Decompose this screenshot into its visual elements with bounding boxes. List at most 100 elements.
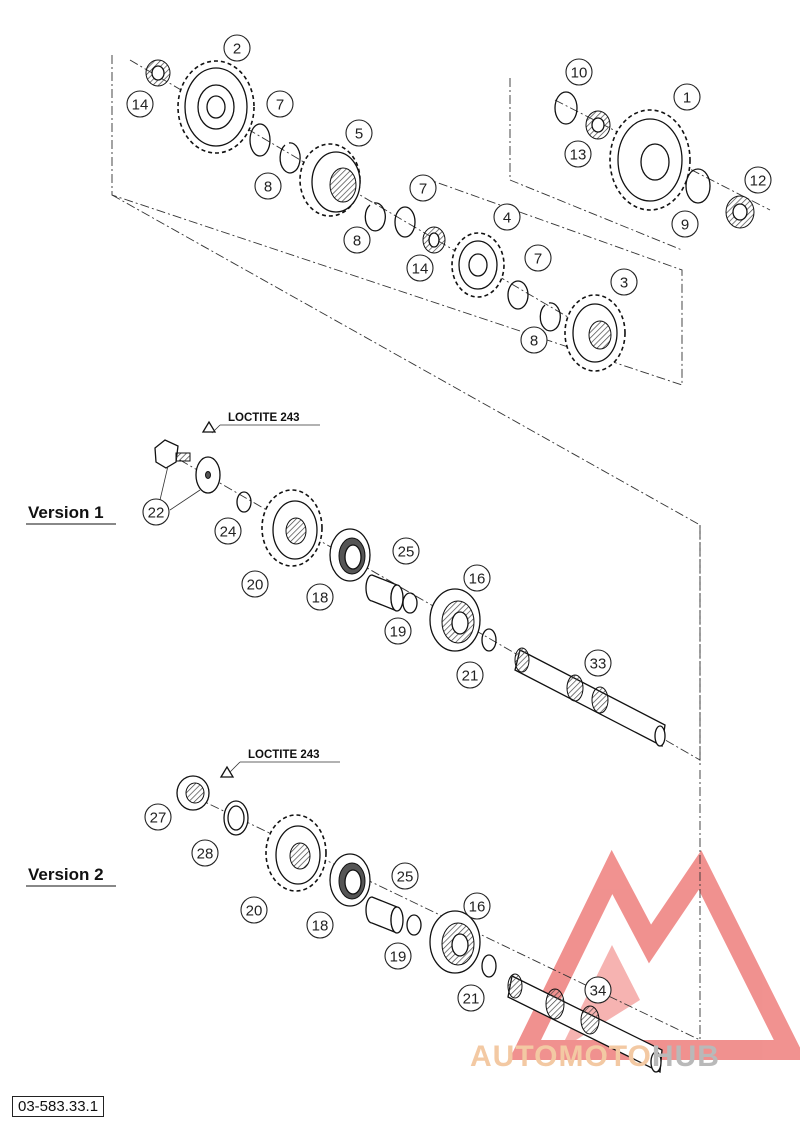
circlip-8-icon <box>279 142 301 174</box>
callout-circle <box>584 649 612 677</box>
callout-3: 3 <box>610 268 638 296</box>
callout-number: 7 <box>276 97 284 114</box>
upper-gear-cluster <box>145 59 755 372</box>
callout-19-2: 19 <box>384 942 412 970</box>
washer-9-icon <box>685 168 711 204</box>
circlip-8b-icon <box>364 202 386 232</box>
callout-circle <box>392 537 420 565</box>
callout-33: 33 <box>584 649 612 677</box>
callout-14-2: 14 <box>406 254 434 282</box>
callout-circle <box>266 90 294 118</box>
callout-number: 20 <box>247 577 264 594</box>
callout-number: 3 <box>620 275 628 292</box>
callout-number: 22 <box>148 505 165 522</box>
callout-number: 8 <box>530 333 538 350</box>
washer-10-icon <box>554 91 578 125</box>
callout-21: 21 <box>456 661 484 689</box>
callout-number: 14 <box>132 97 149 114</box>
callout-circle <box>671 210 699 238</box>
callout-circle <box>610 268 638 296</box>
callout-8-2: 8 <box>343 226 371 254</box>
part-callouts: 2141477788854310113129222420201818252519… <box>126 34 772 1012</box>
leader-lines <box>159 424 340 773</box>
bushing-25-icon <box>365 574 404 612</box>
callout-number: 12 <box>750 173 767 190</box>
drawing-number: 03-583.33.1 <box>12 1096 105 1117</box>
callout-number: 19 <box>390 949 407 966</box>
text-labels: LOCTITE 243 LOCTITE 243 Version 1 Versio… <box>26 412 320 887</box>
callout-circle <box>673 83 701 111</box>
version-1-parts <box>154 420 666 747</box>
bushing-25b-icon <box>365 896 404 934</box>
o-ring-21b-icon <box>481 954 497 978</box>
gear-4-icon <box>451 232 505 298</box>
o-ring-19b-icon <box>406 914 422 936</box>
ball-bearing-16-icon <box>429 588 481 652</box>
callout-7: 7 <box>266 90 294 118</box>
callout-number: 7 <box>419 181 427 198</box>
callout-number: 28 <box>197 846 214 863</box>
callout-number: 10 <box>571 65 588 82</box>
callout-circle <box>214 517 242 545</box>
callout-circle <box>463 564 491 592</box>
callout-circle <box>343 226 371 254</box>
callout-number: 9 <box>681 217 689 234</box>
callout-number: 25 <box>397 869 414 886</box>
callout-14: 14 <box>126 90 154 118</box>
washer-7b-icon <box>394 206 416 238</box>
callout-number: 19 <box>390 624 407 641</box>
callout-circle <box>409 174 437 202</box>
threadlocker-drop-2-icon <box>219 765 235 778</box>
sprocket-20-icon <box>261 489 323 567</box>
sprocket-20b-icon <box>265 814 327 892</box>
watermark-brand-right: HUB <box>651 1040 720 1073</box>
callout-circle <box>565 58 593 86</box>
callout-circle <box>126 90 154 118</box>
callout-circle <box>384 617 412 645</box>
callout-number: 18 <box>312 918 329 935</box>
callout-number: 8 <box>264 179 272 196</box>
callout-12: 12 <box>744 166 772 194</box>
callout-number: 1 <box>683 90 691 107</box>
ball-bearing-16b-icon <box>429 910 481 974</box>
callout-circle <box>384 942 412 970</box>
circlip-8c-icon <box>539 302 561 332</box>
callout-number: 24 <box>220 524 237 541</box>
seal-18b-icon <box>329 853 371 907</box>
callout-1: 1 <box>673 83 701 111</box>
callout-number: 20 <box>246 903 263 920</box>
callout-circle <box>306 583 334 611</box>
shaft-33-icon <box>514 647 666 747</box>
washer-7-icon <box>249 123 271 157</box>
callout-number: 16 <box>469 571 486 588</box>
callout-circle <box>223 34 251 62</box>
callout-circle <box>520 326 548 354</box>
callout-25-2: 25 <box>391 862 419 890</box>
washer-7c-icon <box>507 280 529 310</box>
callout-circle <box>493 203 521 231</box>
callout-number: 25 <box>398 544 415 561</box>
callout-20-2: 20 <box>240 896 268 924</box>
callout-8-3: 8 <box>520 326 548 354</box>
callout-18: 18 <box>306 583 334 611</box>
callout-number: 18 <box>312 590 329 607</box>
callout-number: 13 <box>570 147 587 164</box>
callout-9: 9 <box>671 210 699 238</box>
callout-number: 34 <box>590 983 607 1000</box>
callout-circle <box>240 896 268 924</box>
bolt-22-icon <box>154 439 191 469</box>
callout-circle <box>456 661 484 689</box>
callout-13: 13 <box>564 140 592 168</box>
shaft-34-icon <box>507 973 663 1074</box>
assembly-guide-lines <box>111 55 771 1041</box>
callout-19: 19 <box>384 617 412 645</box>
callout-34: 34 <box>584 976 612 1004</box>
callout-circle <box>254 172 282 200</box>
threadlocker-drop-icon <box>201 420 217 433</box>
callout-20: 20 <box>241 570 269 598</box>
callout-number: 21 <box>462 668 479 685</box>
callout-circle <box>463 892 491 920</box>
watermark-brand-left: AUTOMOTO <box>470 1040 652 1073</box>
callout-number: 14 <box>412 261 429 278</box>
